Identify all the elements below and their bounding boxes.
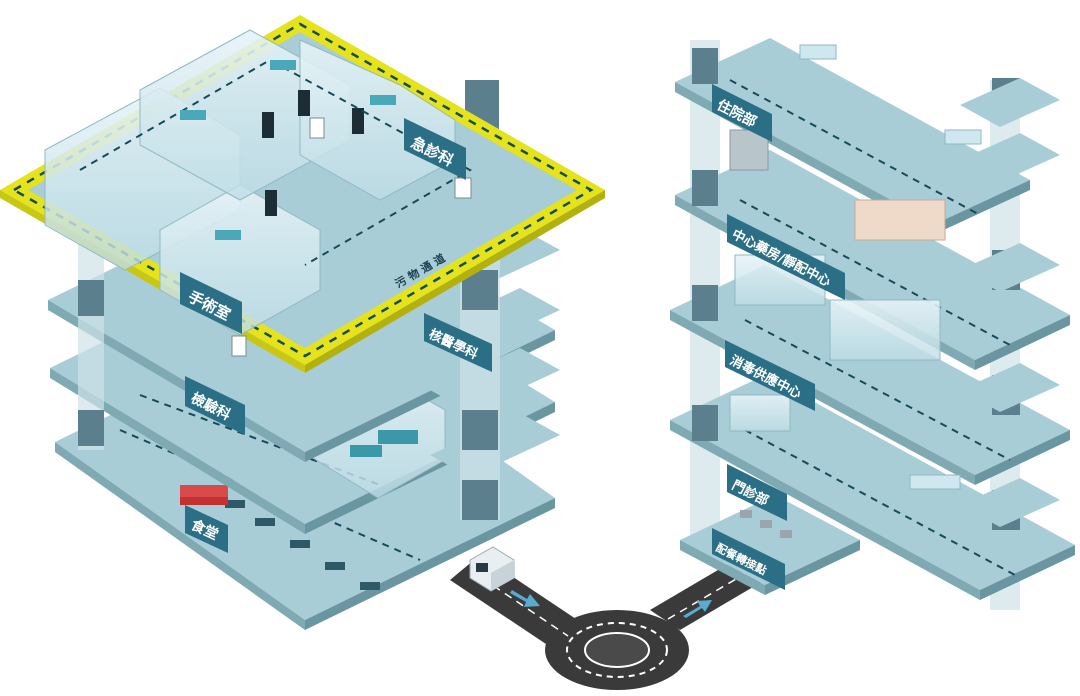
road-arrow-right: [683, 600, 712, 618]
delivery-robot-road: [469, 546, 515, 592]
road-right-dash: [667, 571, 749, 620]
left-elevator-shafts: [78, 80, 500, 520]
right-side-slabs: [960, 78, 1060, 527]
road-arrow-left: [510, 590, 540, 607]
left-building: [0, 15, 605, 630]
yellow-route-dashes: [11, 22, 594, 358]
right-floor-outpatient: [670, 375, 1075, 600]
left-floor-operating: [0, 15, 605, 373]
roundabout-dash-ring: [566, 622, 668, 678]
right-building: [670, 38, 1075, 610]
road-network: [450, 546, 765, 690]
roundabout-center-island: [584, 632, 650, 668]
right-floor-meal-transfer: [680, 495, 860, 595]
